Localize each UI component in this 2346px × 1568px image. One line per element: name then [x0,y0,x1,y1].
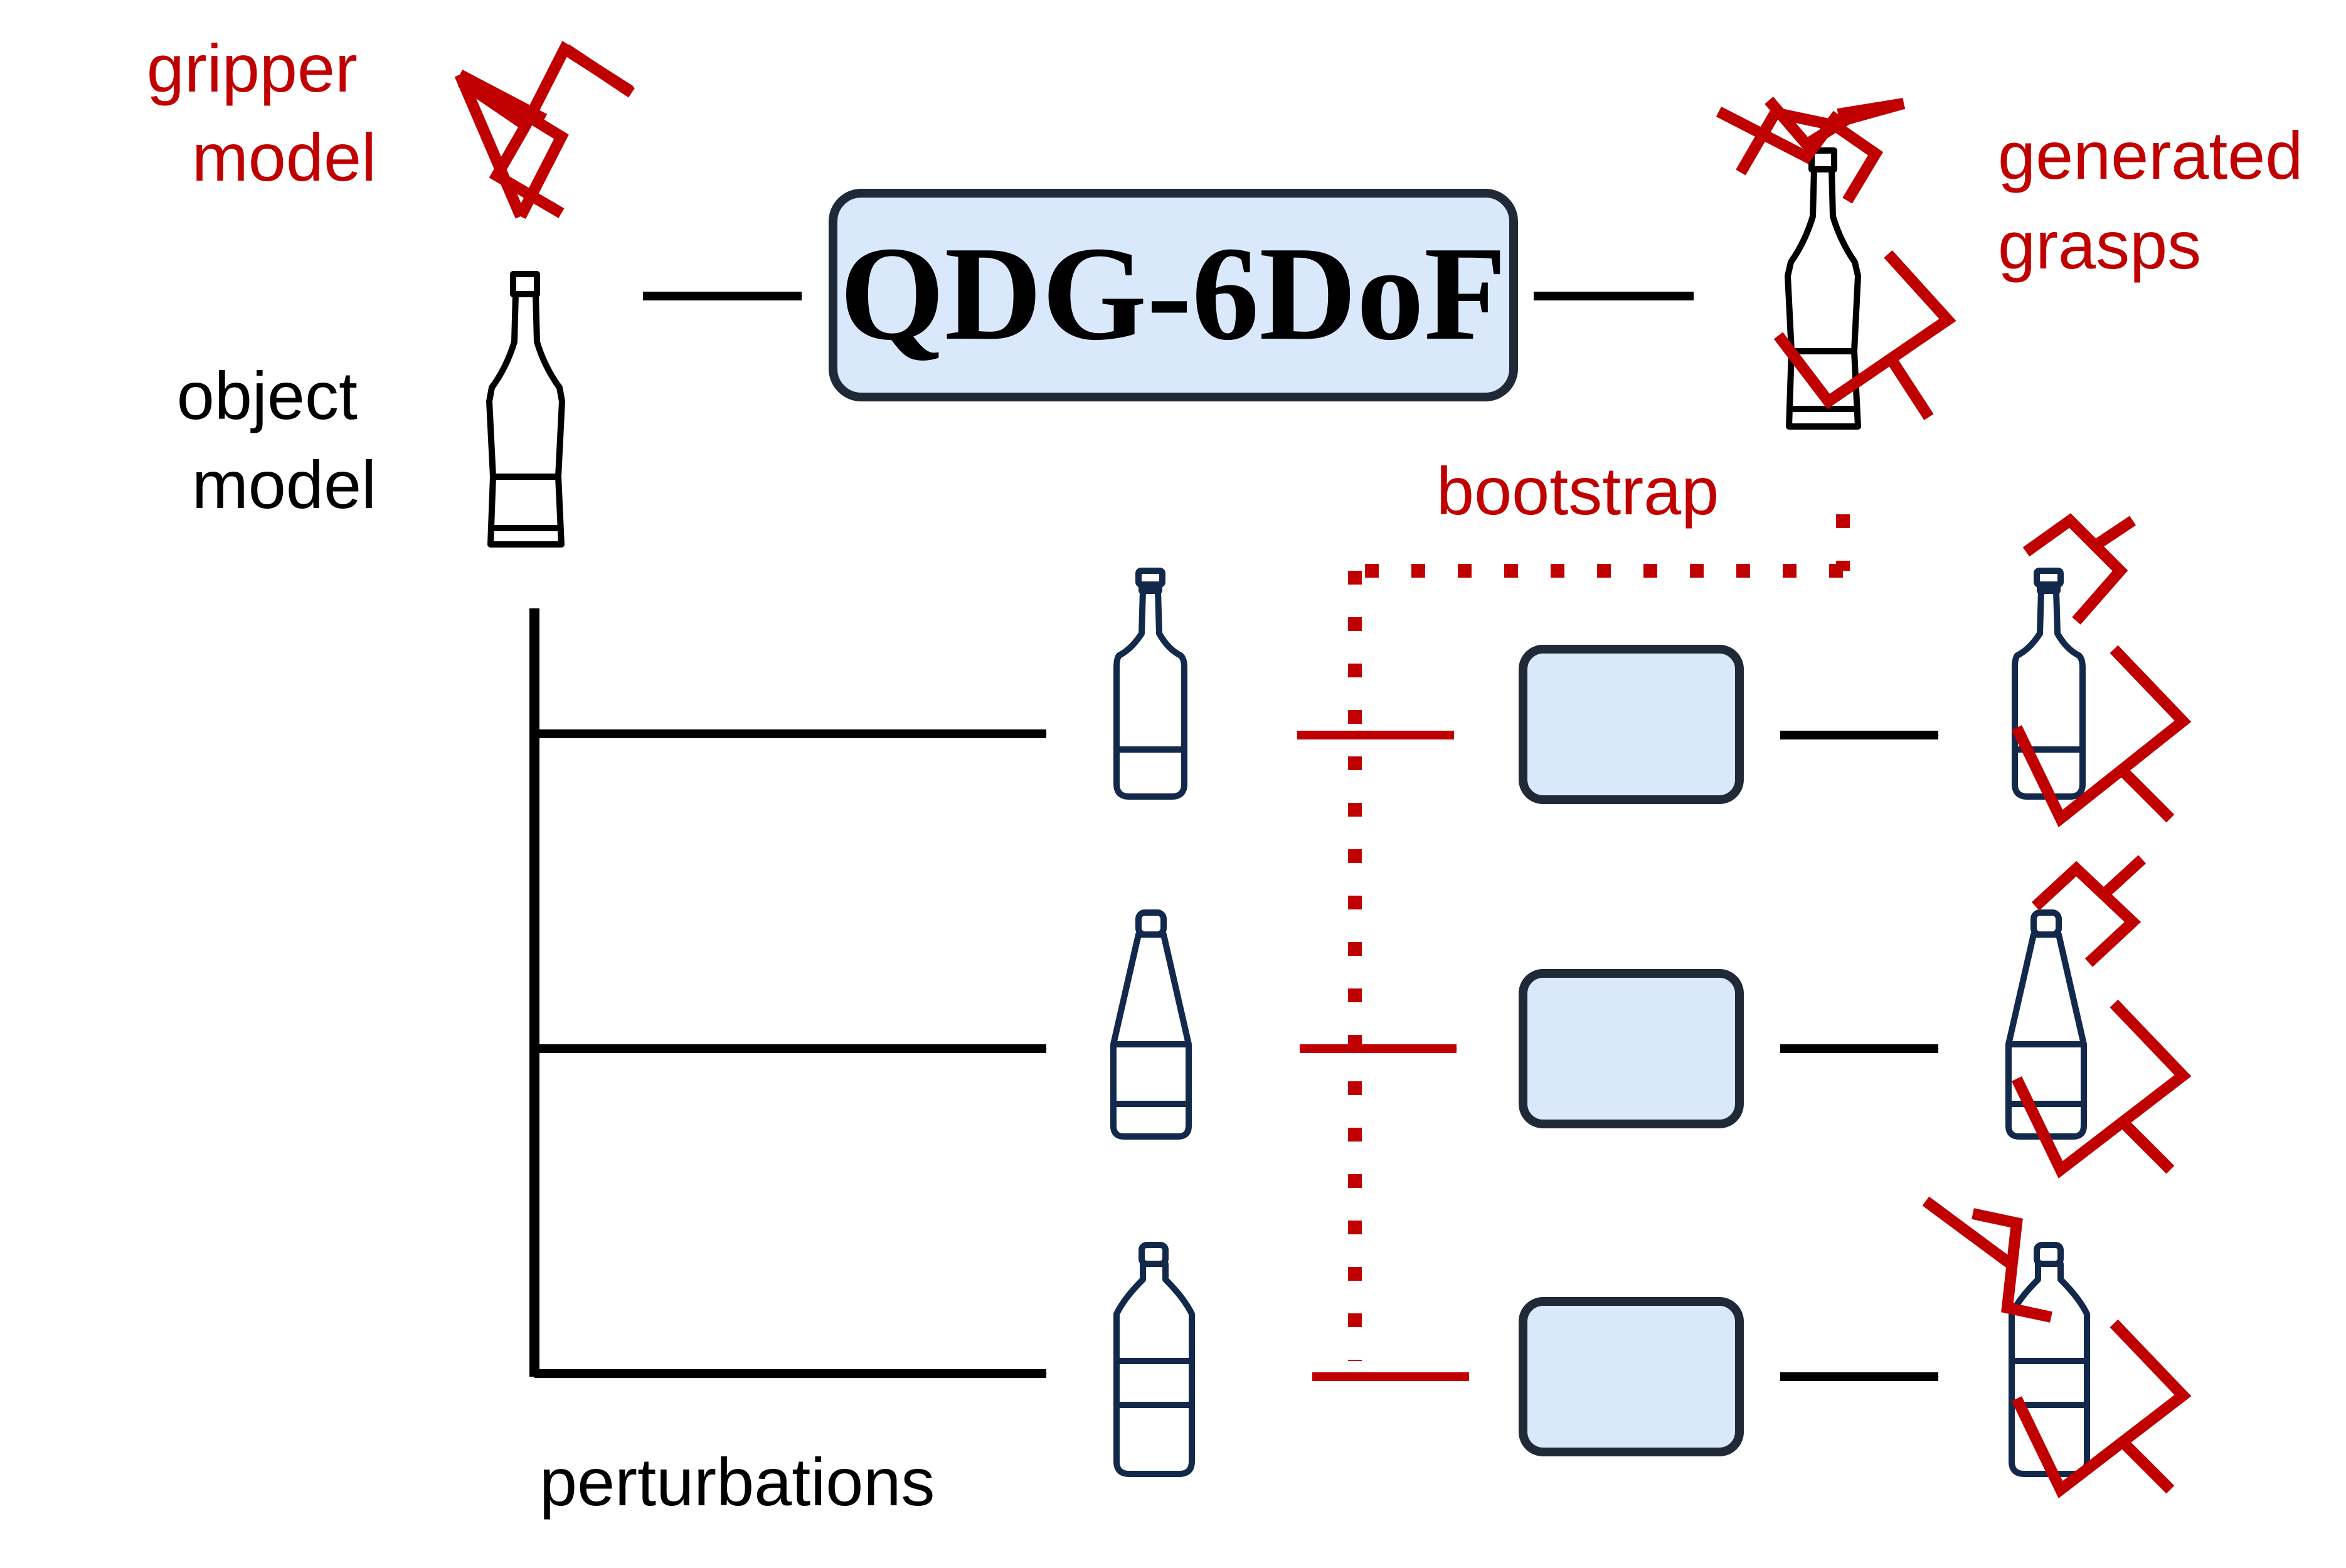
gripper-icon [457,41,634,218]
gripper-icon [1765,97,1906,152]
generated-grasps-label: generated grasps [1998,117,2322,283]
bottle-icon [1110,909,1192,1140]
bottle-icon [2012,568,2086,800]
object-model-label: object model [177,358,376,522]
bottle-icon [1113,1242,1195,1477]
bottle-icon [2009,1242,2090,1477]
gripper-model-label: gripper model [147,30,376,195]
perturbations-label: perturbations [539,1444,935,1520]
bootstrap-label: bootstrap [1436,453,1719,529]
bottle-icon [2005,909,2087,1140]
gripper-icon [2031,855,2147,967]
bottle-icon [1113,568,1187,800]
gripper-icon [2022,513,2136,625]
gripper-icon [2011,1319,2192,1498]
gripper-icon [2011,645,2192,828]
model-box-3 [1519,1297,1744,1456]
gripper-icon [1773,250,1956,420]
gripper-icon [2011,999,2192,1179]
bootstrap-path [1348,514,1850,1361]
bottle-icon [1785,147,1861,430]
gripper-icon [1922,1196,2052,1323]
model-box-2 [1519,969,1744,1128]
qdg-6dof-box [829,189,1518,401]
qdg-6dof-title: QDG-6DoF [840,218,1507,368]
model-box-1 [1519,645,1744,804]
bottle-icon [486,271,565,548]
